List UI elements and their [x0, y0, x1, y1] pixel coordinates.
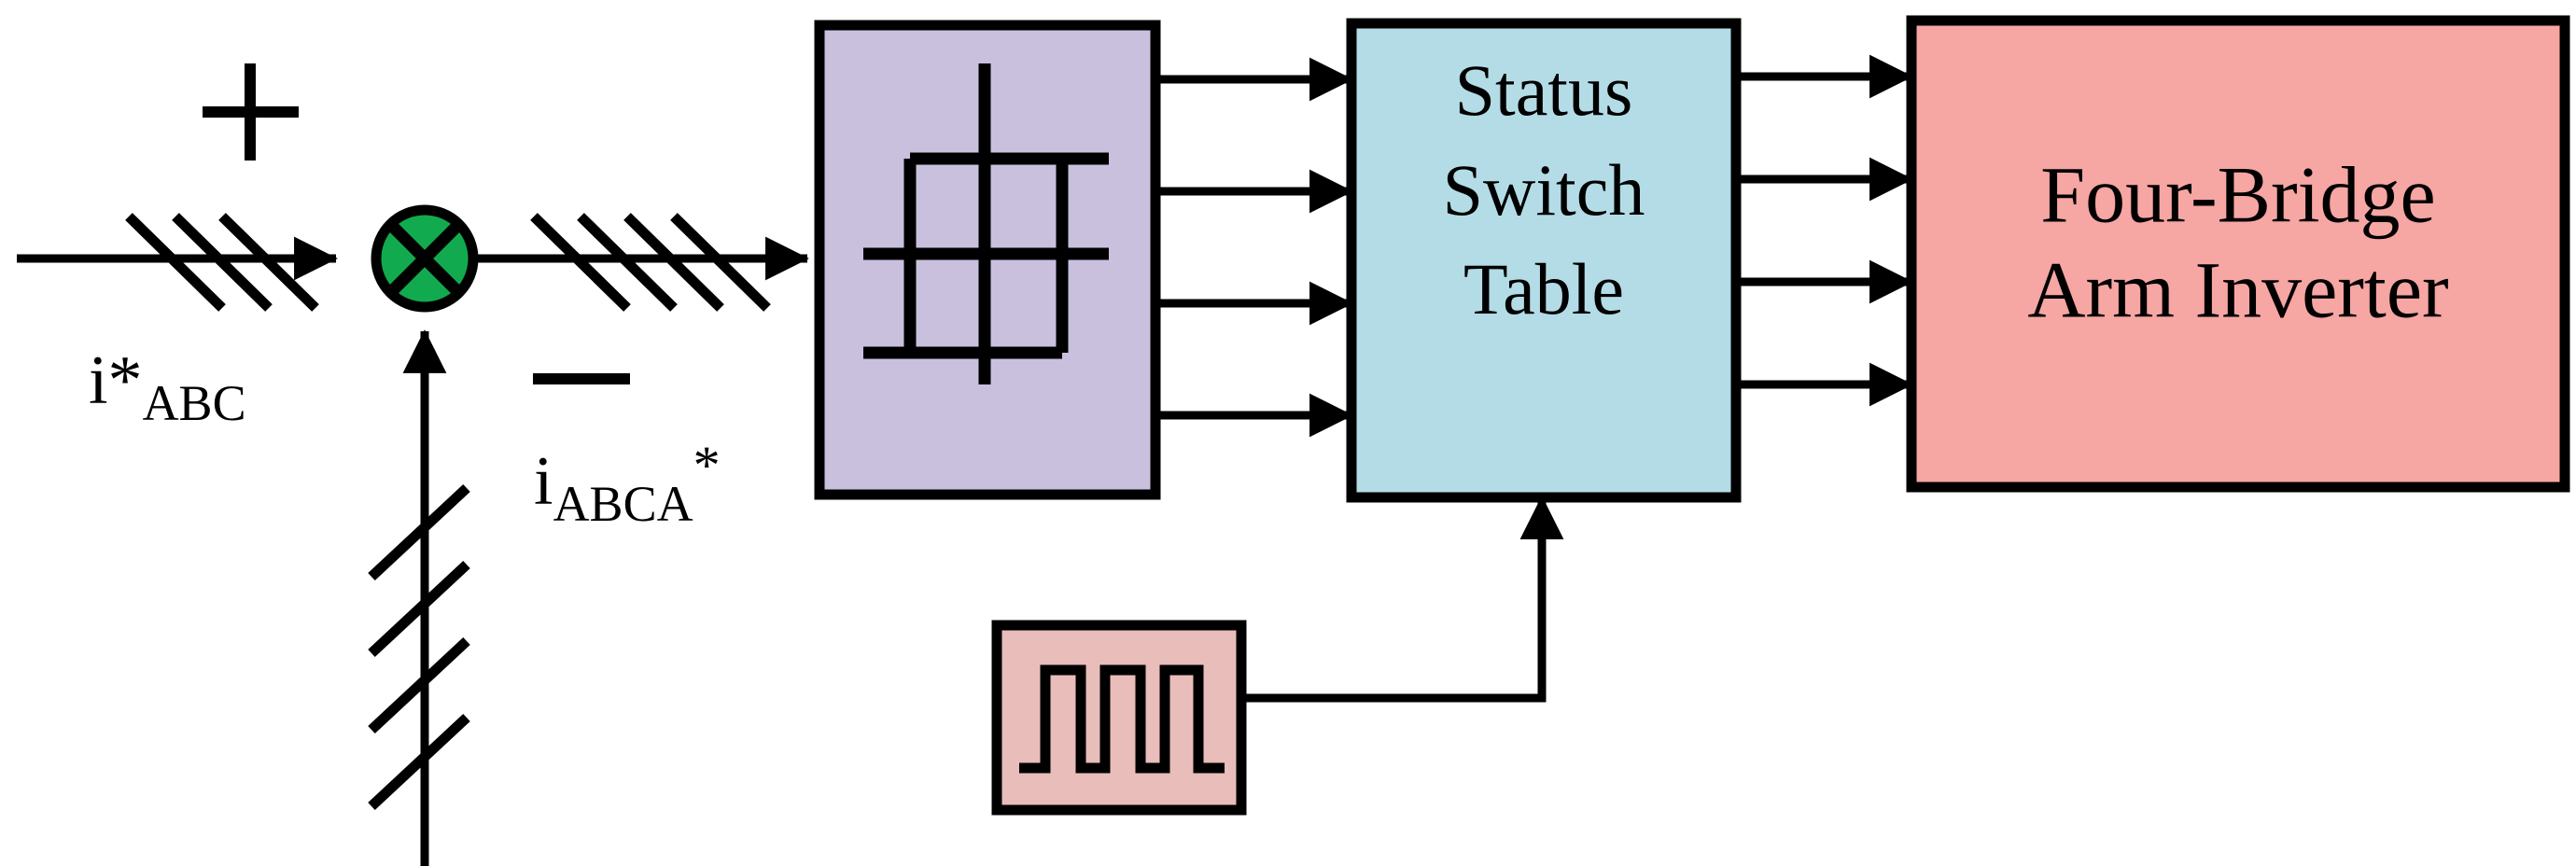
- feedback-signal-label: iABCA*: [534, 435, 721, 532]
- switch-table-to-inverter-arrows: [1736, 54, 1913, 407]
- reference-signal-label: i*ABC: [89, 342, 246, 431]
- feedback-bus-width-marks: [368, 483, 470, 811]
- status-switch-table-label-line-2: Switch: [1443, 149, 1645, 230]
- error-bus-width-marks: [530, 213, 771, 312]
- inverter-label-line-1: Four-Bridge: [2040, 150, 2435, 240]
- error-signal-wire: [478, 213, 809, 312]
- summing-junction[interactable]: [371, 204, 479, 313]
- status-switch-table-label-line-1: Status: [1455, 49, 1633, 131]
- reference-input-wire: [17, 213, 338, 312]
- feedback-label-base: i: [534, 443, 553, 520]
- square-wave-pulse-icon: [1019, 664, 1225, 774]
- reference-label-subscript: ABC: [143, 375, 246, 431]
- reference-bus-width-marks: [125, 213, 319, 312]
- clock-wire-path: [1241, 523, 1547, 703]
- status-switch-table-label-line-3: Table: [1463, 248, 1624, 329]
- four-bridge-arm-inverter-block[interactable]: Four-Bridge Arm Inverter: [1906, 15, 2570, 493]
- clock-to-switch-table-wire: [1241, 496, 1564, 703]
- hysteresis-comparator-block[interactable]: [814, 20, 1161, 500]
- feedback-label-superscript: *: [693, 435, 721, 496]
- feedback-label-subscript: ABCA: [553, 476, 693, 532]
- hysteresis-loop-symbol: [863, 63, 1109, 384]
- reference-label-base: i*: [89, 342, 143, 419]
- clock-pulse-source-block[interactable]: [991, 620, 1247, 816]
- plus-sign-icon: [203, 63, 299, 161]
- feedback-input-wire: [368, 329, 470, 866]
- hysteresis-to-switch-table-arrows: [1155, 57, 1353, 438]
- four-bridge-arm-inverter-rect[interactable]: [1906, 15, 2570, 493]
- summing-junction-cross-b: [387, 221, 462, 296]
- status-switch-table-block[interactable]: Status Switch Table: [1346, 18, 1742, 503]
- inverter-label-line-2: Arm Inverter: [2027, 245, 2448, 335]
- clock-pulse-source-rect[interactable]: [991, 620, 1247, 816]
